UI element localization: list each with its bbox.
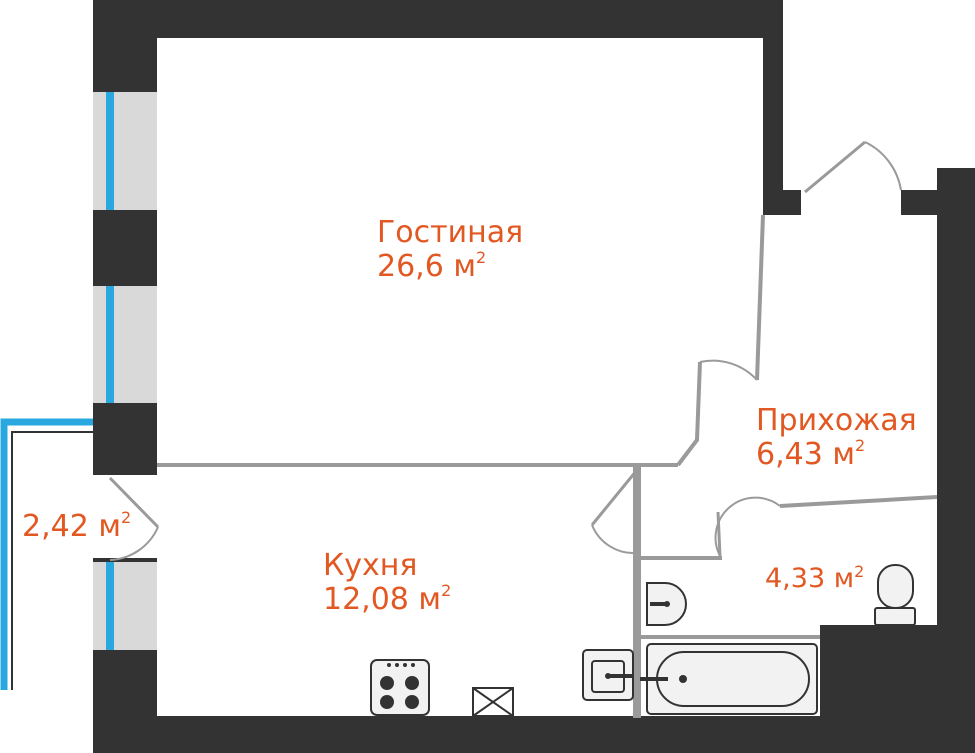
room-area-living: 26,6 м2 <box>377 248 487 284</box>
window-1 <box>93 92 157 210</box>
room-name-living: Гостиная <box>377 215 524 250</box>
room-area-hall: 6,43 м2 <box>756 436 866 472</box>
room-name-hall: Прихожая <box>756 403 917 438</box>
window-3 <box>93 562 157 650</box>
room-label-bathroom: 4,33 м2 <box>765 564 864 594</box>
room-name-kitchen: Кухня <box>323 548 418 583</box>
room-area-bathroom: 4,33 м2 <box>765 562 865 594</box>
room-label-living: Гостиная 26,6 м2 <box>377 216 523 284</box>
room-area-kitchen: 12,08 м2 <box>323 581 452 617</box>
balcony-outline <box>0 418 93 690</box>
toilet-icon <box>874 564 916 626</box>
stove-icon <box>370 659 430 716</box>
bathtub-icon <box>640 643 818 715</box>
partitions <box>157 214 938 718</box>
ventilation-icon <box>472 687 514 717</box>
room-label-kitchen: Кухня 12,08 м2 <box>323 549 451 617</box>
room-label-balcony: 2,42 м2 <box>22 510 131 544</box>
room-area-balcony: 2,42 м2 <box>22 508 132 544</box>
room-label-hall: Прихожая 6,43 м2 <box>756 404 917 472</box>
doors <box>108 140 902 561</box>
washbasin-icon <box>646 582 687 626</box>
kitchen-sink-icon <box>582 649 634 701</box>
exterior-walls <box>93 0 975 753</box>
window-2 <box>93 286 157 403</box>
